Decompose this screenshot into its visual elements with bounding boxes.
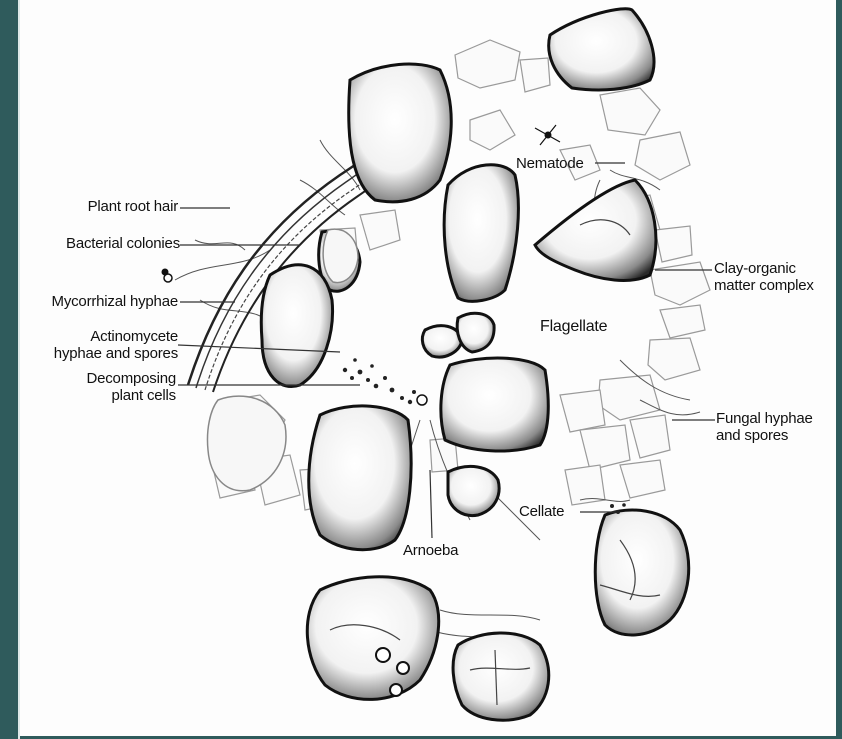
label-flagellate: Flagellate (540, 318, 607, 335)
soil-grain (349, 64, 452, 202)
soil-grain (307, 577, 438, 700)
soil-grain (453, 633, 549, 720)
soil-grain (309, 406, 411, 550)
label-mycorrhizal-hyphae: Mycorrhizal hyphae (18, 293, 178, 310)
label-actinomycete: Actinomycete hyphae and spores (38, 328, 178, 362)
soil-grain (261, 265, 332, 387)
label-bacterial-colonies: Bacterial colonies (40, 235, 180, 252)
soil-grain (441, 358, 548, 451)
soil-grain (549, 9, 654, 90)
label-nematode: Nematode (516, 155, 584, 172)
soil-grain (595, 510, 688, 635)
label-plant-root-hair: Plant root hair (68, 198, 178, 215)
label-amoeba: Arnoeba (403, 542, 458, 559)
soil-grain (457, 313, 494, 352)
soil-grain (448, 466, 499, 515)
label-fungal: Fungal hyphae and spores (716, 410, 813, 444)
label-decomposing: Decomposing plant cells (38, 370, 176, 404)
label-cellate: Cellate (519, 503, 564, 520)
label-clay-organic: Clay-organic matter complex (714, 260, 814, 294)
soil-grain (444, 165, 518, 301)
